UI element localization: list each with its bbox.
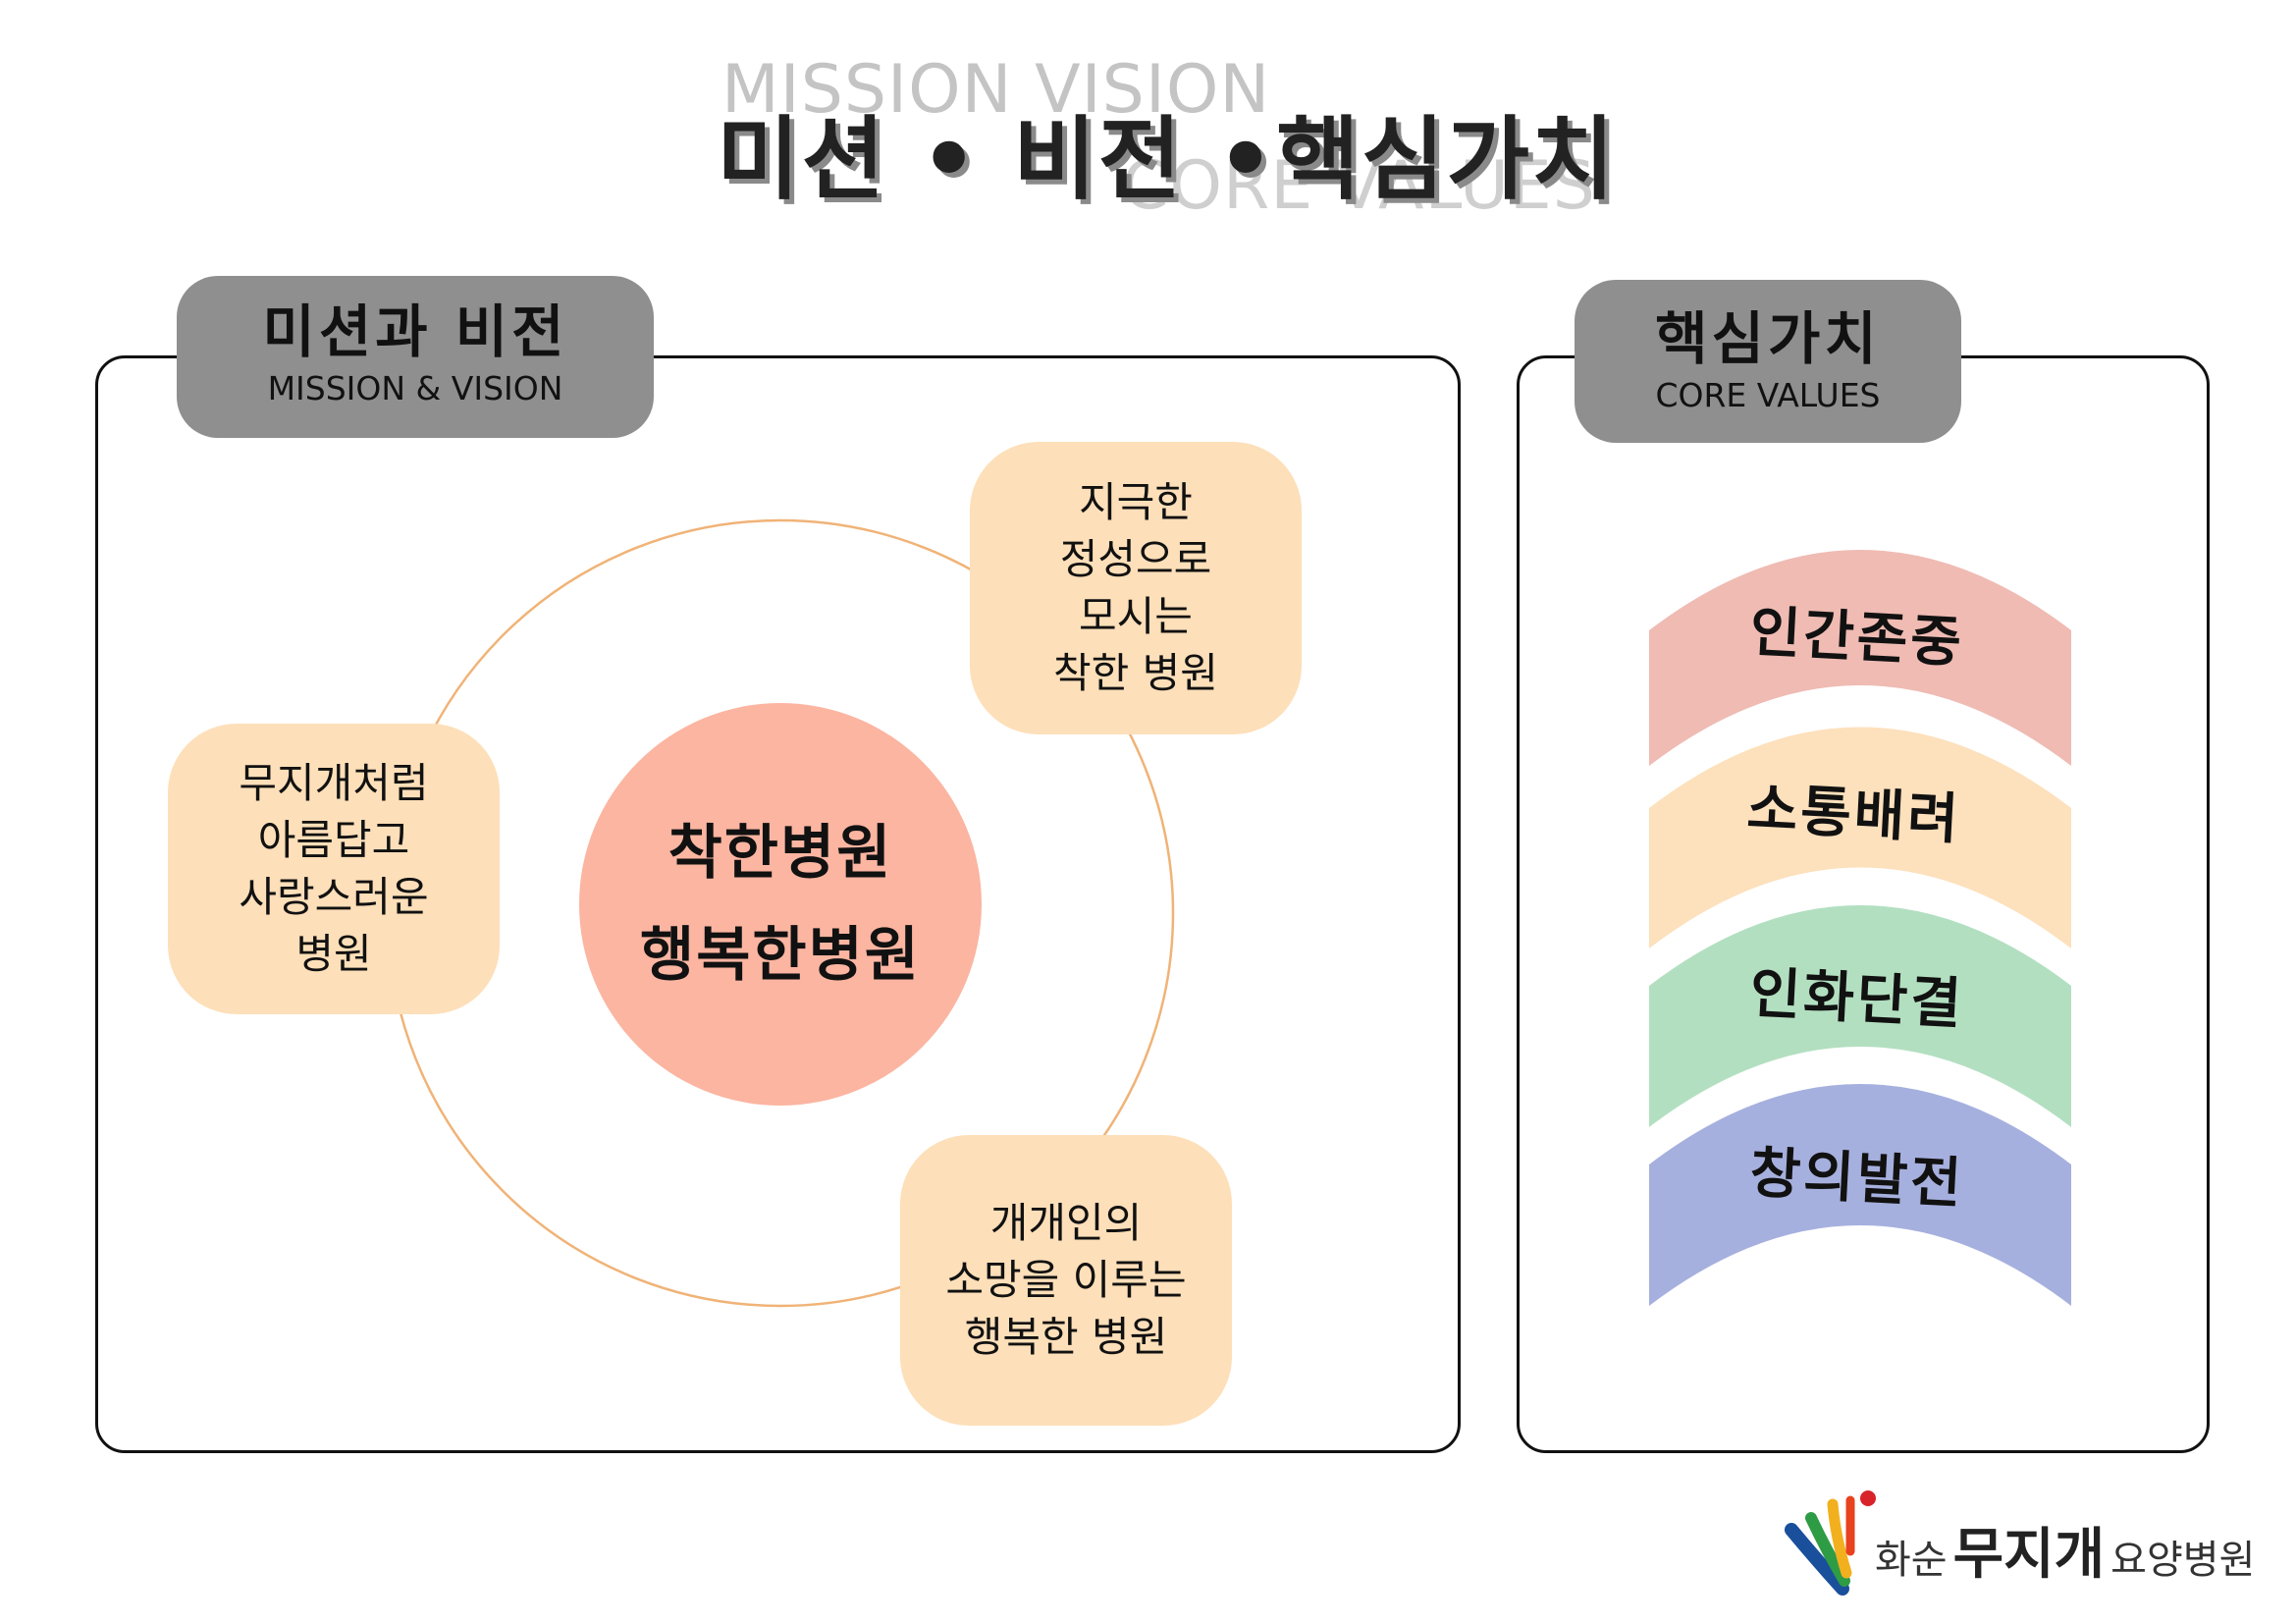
title-ghost-mission-vision: MISSION VISION	[721, 51, 1271, 129]
core-value-label-3: 인화단결	[1748, 961, 1966, 1037]
vision-box-left: 무지개처럼 아름답고 사랑스러운 병원	[168, 724, 500, 1014]
core-values-arches	[1649, 550, 2071, 1306]
logo-text-hwasun: 화순	[1875, 1538, 1948, 1583]
mission-vision-panel	[95, 355, 1461, 1453]
center-line-happy-hospital: 행복한병원	[640, 921, 921, 990]
mission-vision-tab-subtitle: MISSION & VISION	[267, 369, 563, 407]
vision-box-bottom-right: 개개인의 소망을 이루는 행복한 병원	[900, 1135, 1232, 1426]
arch-harmony	[1649, 905, 2071, 1127]
page-title: 미션 • 비전 •핵심가치	[717, 107, 1617, 212]
logo-wordmark: 화순 무지개 요양병원	[1875, 1510, 2255, 1590]
logo-text-mujigae: 무지개	[1952, 1523, 2106, 1587]
center-circle: 착한병원 행복한병원	[579, 703, 982, 1106]
core-value-label-4: 창의발전	[1748, 1141, 1966, 1217]
core-value-label-1: 인간존중	[1748, 600, 1966, 676]
center-line-good-hospital: 착한병원	[667, 819, 893, 888]
core-values-tab: 핵심가치 CORE VALUES	[1575, 280, 1961, 443]
title-ghost-core-values: CORE VALUES	[1122, 147, 1596, 225]
arch-human-respect	[1649, 550, 2071, 766]
core-values-tab-subtitle: CORE VALUES	[1655, 376, 1881, 414]
mission-vision-tab: 미션과 비전 MISSION & VISION	[177, 276, 654, 438]
arch-communication	[1649, 727, 2071, 948]
core-value-label-2: 소통배려	[1745, 777, 1963, 852]
mission-vision-tab-title: 미션과 비전	[262, 298, 568, 365]
arch-creativity	[1649, 1084, 2071, 1306]
core-values-tab-title: 핵심가치	[1655, 305, 1881, 372]
vision-box-top-right: 지극한 정성으로 모시는 착한 병원	[970, 442, 1302, 734]
rainbow-logo-icon	[1785, 1490, 1876, 1596]
logo-text-hospital: 요양병원	[2110, 1538, 2256, 1583]
